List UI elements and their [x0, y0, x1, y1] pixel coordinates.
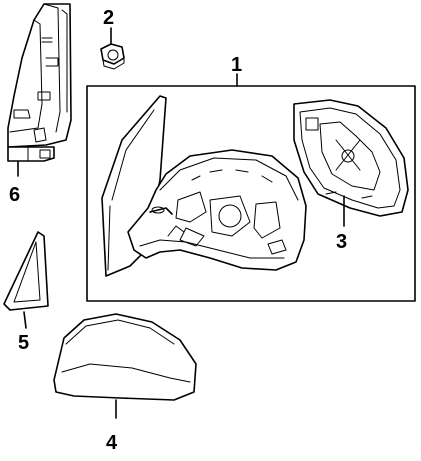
- mirror-cover-drawing[interactable]: [53, 313, 197, 419]
- mount-bracket-drawing[interactable]: [7, 3, 72, 177]
- callout-6: 6: [9, 184, 20, 206]
- mirror-glass-drawing[interactable]: [293, 99, 409, 227]
- callout-1: 1: [231, 54, 242, 76]
- nut-drawing[interactable]: [100, 27, 125, 70]
- corner-trim-drawing[interactable]: [3, 231, 49, 329]
- callout-4: 4: [106, 432, 118, 454]
- callout-2: 2: [103, 7, 114, 29]
- callout-3: 3: [336, 231, 347, 253]
- assembly-frame: [86, 85, 416, 302]
- mirror-assembly-drawing[interactable]: [101, 95, 307, 277]
- callout-5: 5: [18, 332, 29, 354]
